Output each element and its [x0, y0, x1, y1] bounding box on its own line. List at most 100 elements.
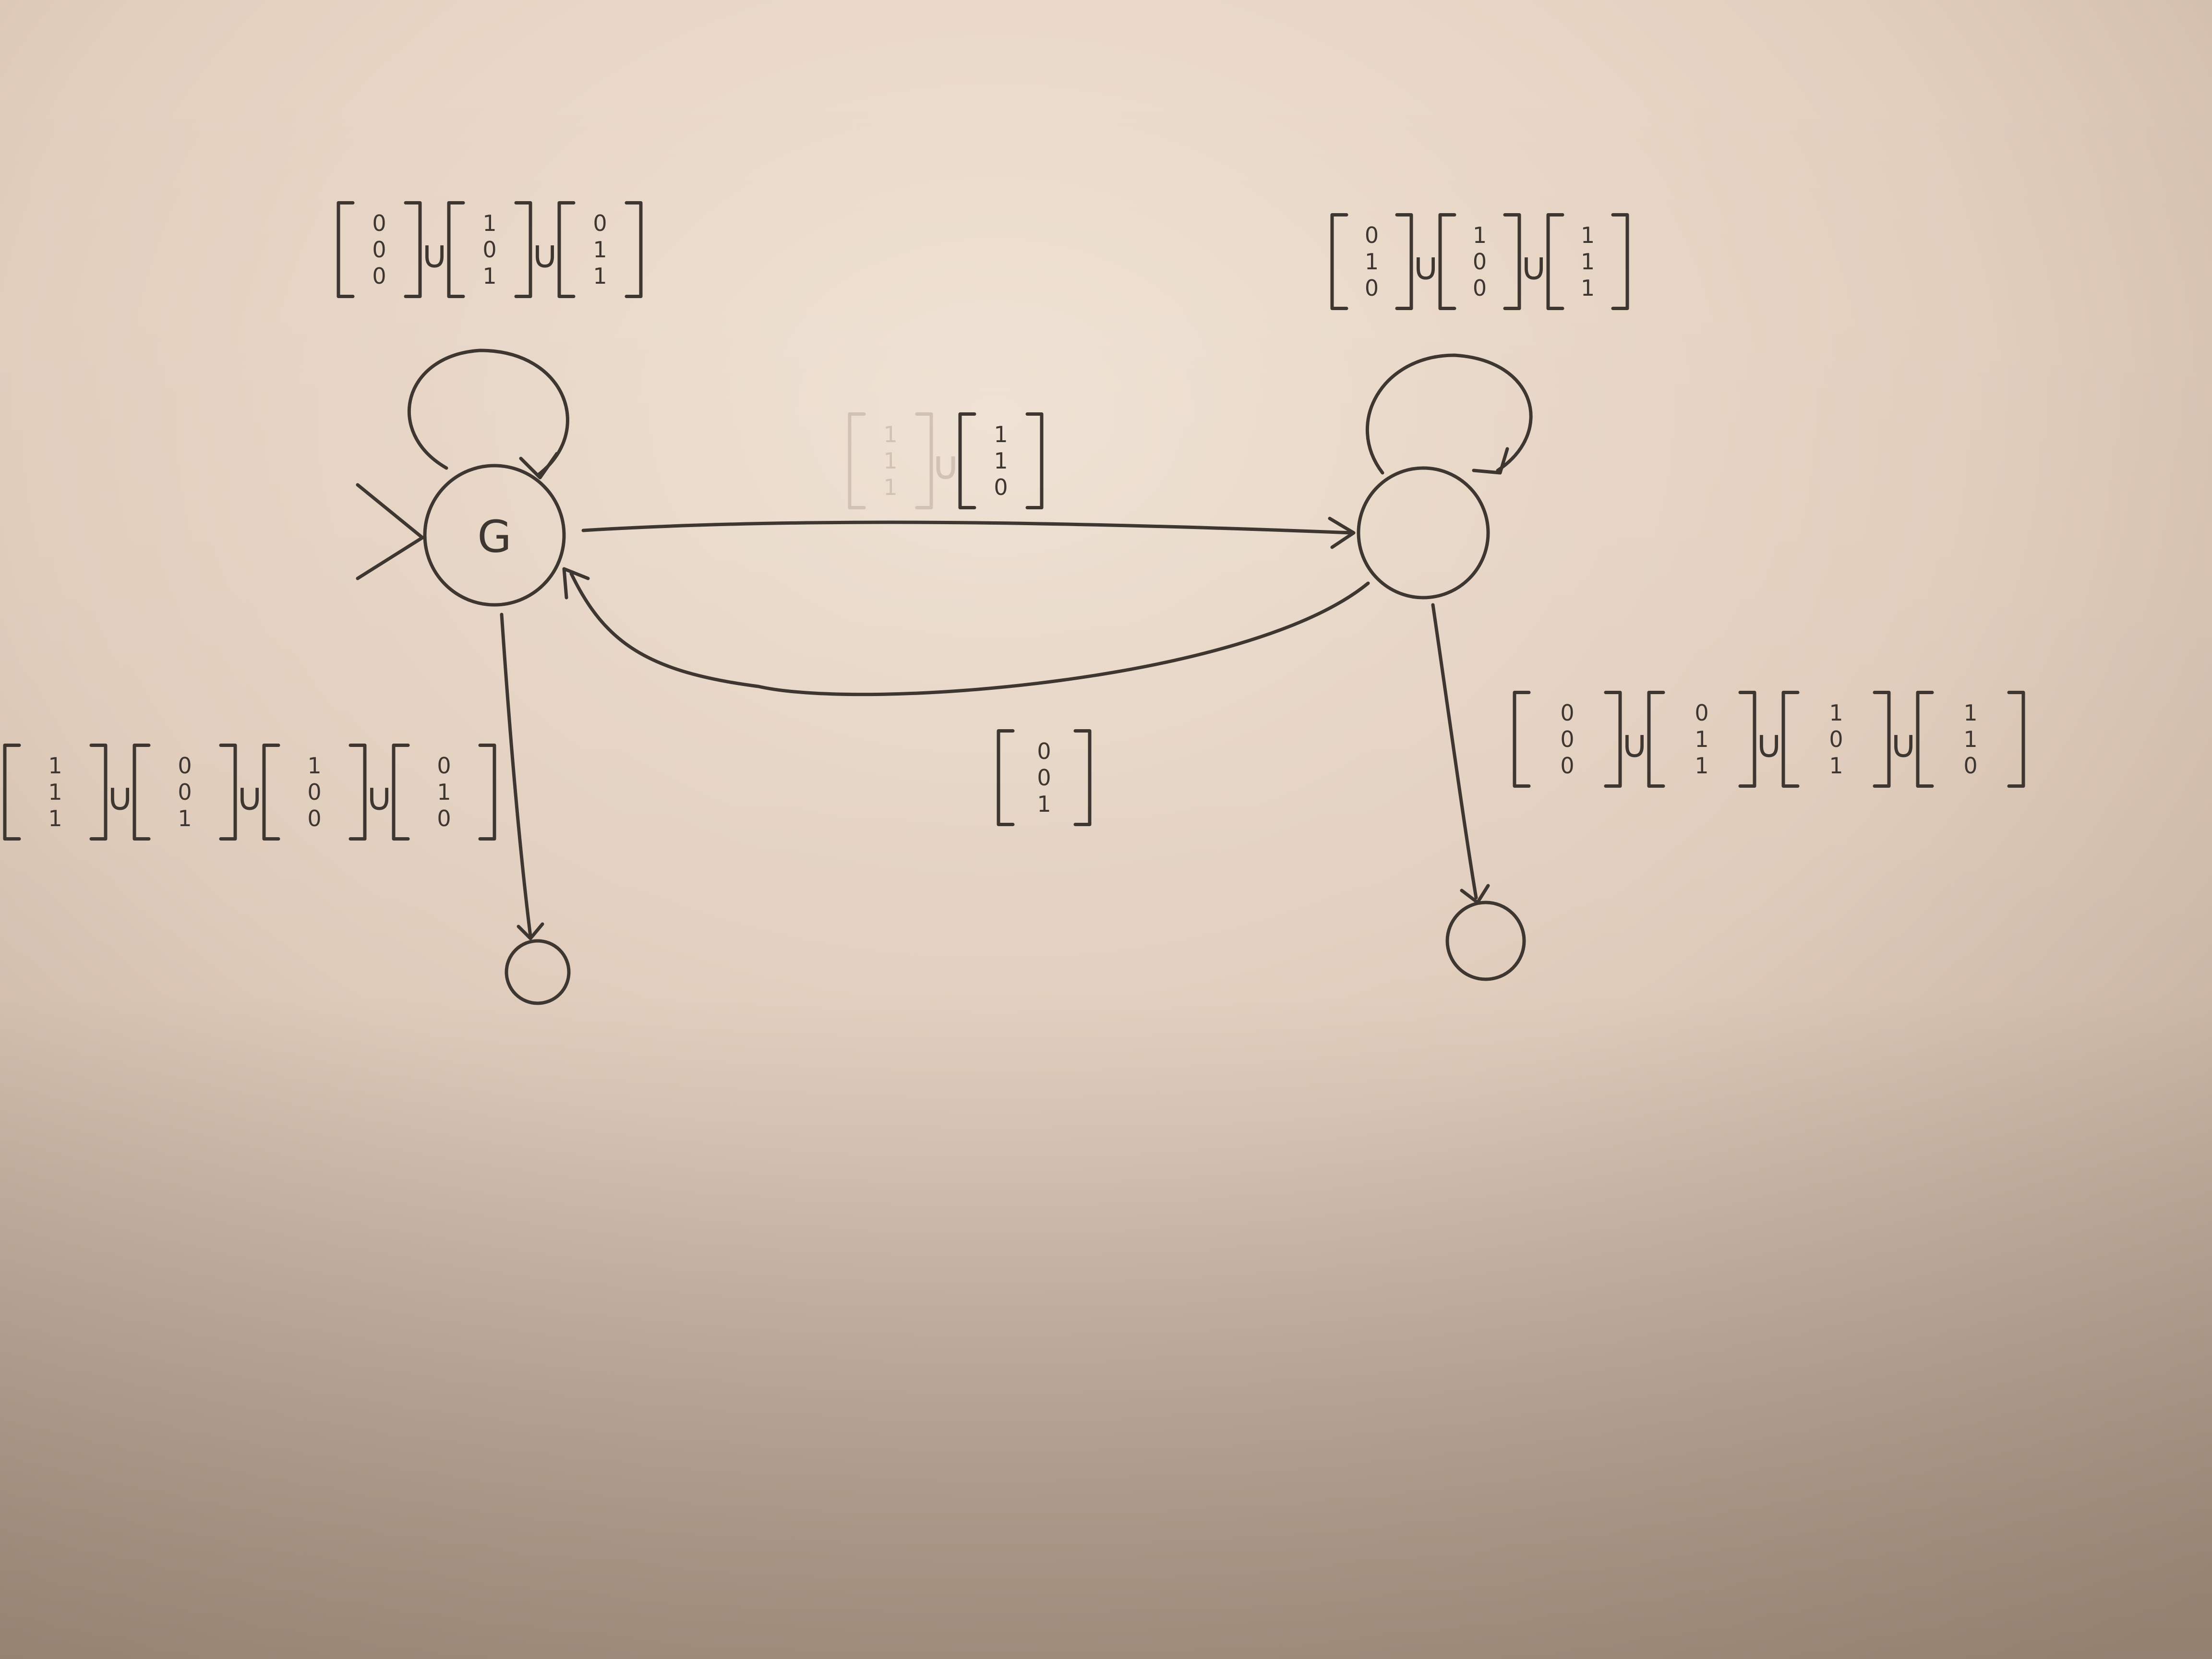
vector-entry: 1: [1695, 753, 1708, 779]
vector-entry: 0: [1695, 700, 1708, 726]
bracket-left: [1781, 691, 1800, 788]
bracket-left: [132, 744, 151, 841]
union-symbol: ∪: [1520, 244, 1548, 289]
vector-entry: 1: [593, 263, 607, 289]
vector-t-s0-s1-0: 111: [848, 412, 933, 509]
vector-t-s0-loop-1: 101: [447, 201, 532, 298]
bracket-left: [1513, 691, 1531, 788]
vector-entry: 1: [883, 448, 897, 474]
vector-entry: 0: [1560, 700, 1574, 726]
vector-t-s1-s3-2: 101: [1781, 691, 1891, 788]
vector-entry: 0: [1365, 275, 1379, 301]
vector-entry: 0: [1473, 275, 1487, 301]
bracket-left: [1647, 691, 1665, 788]
vector-entry: 1: [1963, 726, 1977, 752]
vector-entry: 0: [1037, 765, 1051, 791]
vector-entry: 1: [1473, 222, 1487, 248]
bracket-left: [392, 744, 410, 841]
bracket-right: [1738, 691, 1756, 788]
edge-s1-s3[interactable]: [1431, 603, 1490, 904]
vector-entry: 0: [1829, 726, 1843, 752]
start-marker: [356, 483, 424, 580]
bracket-left: [1330, 213, 1348, 310]
vector-entry: 0: [372, 237, 386, 263]
vector-t-s1-s3-3: 110: [1916, 691, 2025, 788]
vector-entry: 0: [437, 805, 451, 831]
vector-entry: 0: [1560, 753, 1574, 779]
bracket-left: [557, 201, 576, 298]
bracket-left: [337, 201, 355, 298]
vector-entry: 1: [1829, 753, 1843, 779]
edge-s1-loop[interactable]: [1365, 353, 1533, 475]
vector-entry: 1: [1581, 222, 1595, 248]
vector-entry: 0: [1365, 222, 1379, 248]
vector-entry: 0: [372, 263, 386, 289]
vector-t-s0-loop-0: 000: [337, 201, 422, 298]
vector-entry: 0: [372, 210, 386, 236]
bracket-right: [1604, 691, 1622, 788]
vector-entry: 0: [437, 753, 451, 779]
bracket-left: [262, 744, 280, 841]
bracket-right: [915, 412, 933, 509]
vector-entry: 0: [178, 779, 192, 805]
vector-entry: 1: [883, 474, 897, 500]
vector-entry: 1: [1581, 275, 1595, 301]
vector-entry: 1: [593, 237, 607, 263]
bracket-left: [848, 412, 866, 509]
union-symbol: ∪: [421, 232, 449, 277]
bracket-left: [1438, 213, 1456, 310]
bracket-right: [514, 201, 532, 298]
bracket-right: [349, 744, 367, 841]
vector-entry: 1: [1581, 249, 1595, 275]
edge-s0-loop[interactable]: [407, 349, 569, 480]
vector-entry: 0: [593, 210, 607, 236]
vector-entry: 1: [1829, 700, 1843, 726]
vector-entry: 1: [307, 753, 321, 779]
vector-entry: 1: [178, 805, 192, 831]
bracket-right: [219, 744, 237, 841]
vector-entry: 1: [482, 210, 496, 236]
edge-s1-s0[interactable]: [562, 567, 1370, 697]
vector-entry: 1: [482, 263, 496, 289]
state-s1[interactable]: [1357, 466, 1490, 600]
bracket-left: [1916, 691, 1934, 788]
edge-s0-s2[interactable]: [500, 613, 544, 940]
vector-entry: 0: [307, 779, 321, 805]
transition-labels: 000∪101∪011010∪100∪111111∪110001111∪001∪…: [3, 201, 2025, 841]
vector-entry: 1: [48, 805, 62, 831]
union-symbol: ∪: [1412, 244, 1440, 289]
vector-t-s1-loop-0: 010: [1330, 213, 1413, 310]
vector-entry: 1: [1963, 700, 1977, 726]
label-t-s1-s0: 001: [997, 729, 1092, 826]
bracket-right: [1873, 691, 1891, 788]
vector-entry: 1: [883, 421, 897, 447]
bracket-right: [1395, 213, 1413, 310]
vector-entry: 1: [1365, 249, 1379, 275]
state-s3[interactable]: [1445, 901, 1526, 981]
bracket-right: [2007, 691, 2025, 788]
bracket-right: [1503, 213, 1521, 310]
vector-t-s1-s0-0: 001: [997, 729, 1092, 826]
vector-t-s1-s3-0: 000: [1513, 691, 1622, 788]
edge-s0-s1[interactable]: [581, 517, 1356, 549]
vector-entry: 0: [1963, 753, 1977, 779]
vector-t-s0-s1-1: 110: [958, 412, 1044, 509]
vector-t-s0-s2-2: 100: [262, 744, 367, 841]
state-s0-inner-mark: G: [477, 511, 511, 563]
state-s0[interactable]: G: [423, 464, 566, 607]
vector-entry: 1: [437, 779, 451, 805]
vector-t-s0-s2-3: 010: [392, 744, 496, 841]
bracket-right: [404, 201, 422, 298]
union-symbol: ∪: [932, 444, 960, 488]
state-s2[interactable]: [505, 939, 571, 1005]
label-t-s0-s2: 111∪001∪100∪010: [3, 744, 496, 841]
vector-entry: 0: [482, 237, 496, 263]
bracket-right: [1611, 213, 1629, 310]
vector-entry: 1: [48, 753, 62, 779]
vector-entry: 1: [1695, 726, 1708, 752]
union-symbol: ∪: [1889, 722, 1918, 767]
union-symbol: ∪: [1621, 722, 1649, 767]
vector-t-s1-s3-1: 011: [1647, 691, 1756, 788]
vector-entry: 1: [48, 779, 62, 805]
